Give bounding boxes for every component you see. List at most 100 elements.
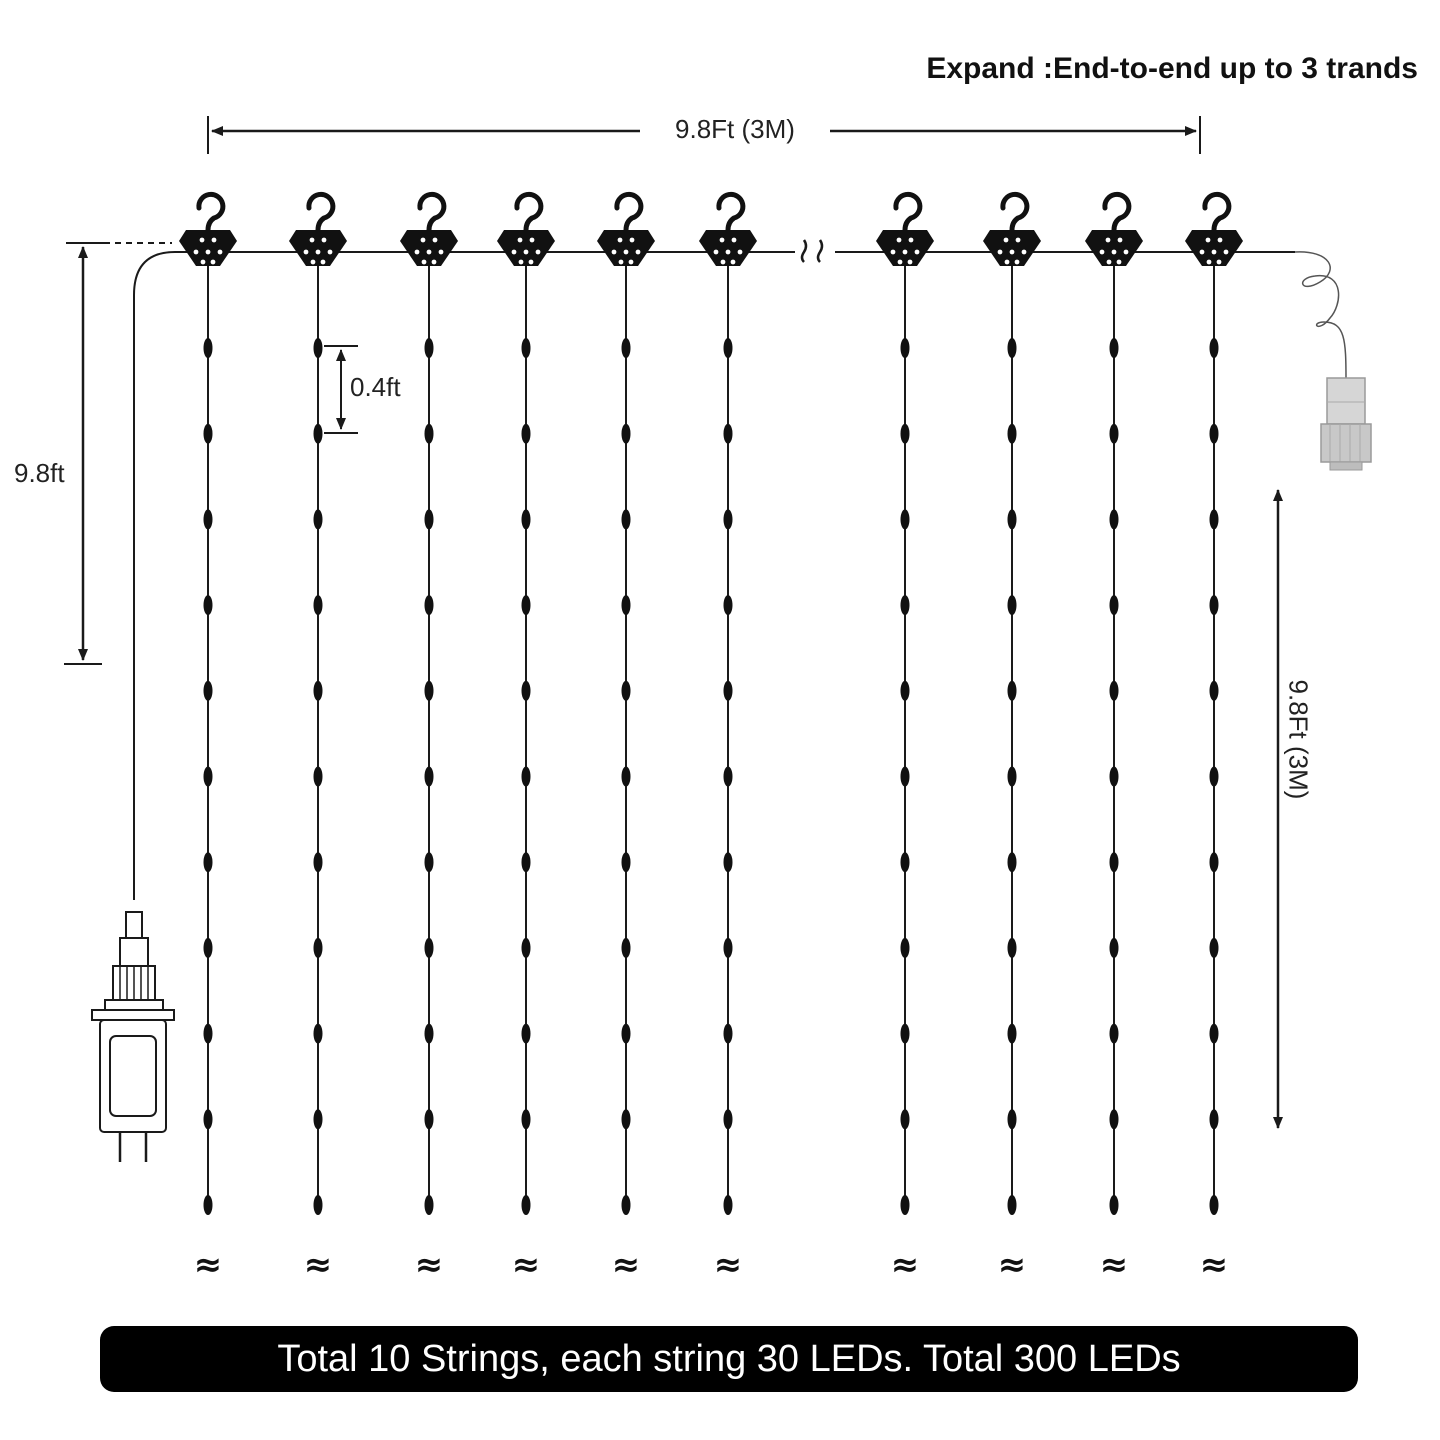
width-dimension-label: 9.8Ft (3M) [640,114,830,145]
led-bulb-icon [723,509,733,530]
led-bulb-icon [424,852,434,873]
led-bulb-icon [900,1023,910,1044]
led-string: ≈ [400,191,458,1285]
hook-clip-icon [400,191,458,266]
led-bulb-icon [1007,1023,1017,1044]
led-bulb-icon [1109,1023,1119,1044]
led-bulb-icon [723,680,733,701]
continuation-symbol-icon: ≈ [891,1245,920,1285]
led-bulb-icon [521,1109,531,1130]
led-bulb-icon [313,1109,323,1130]
led-strings: ≈≈≈≈≈≈≈≈≈≈ [179,191,1243,1285]
led-bulb-icon [723,1195,733,1215]
led-bulb-icon [900,766,910,787]
led-bulb-icon [313,766,323,787]
led-bulb-icon [203,338,213,358]
led-bulb-icon [521,852,531,873]
led-bulb-icon [621,766,631,787]
led-bulb-icon [424,937,434,958]
led-string: ≈ [699,191,757,1285]
hook-clip-icon [179,191,237,266]
led-bulb-icon [1209,338,1219,358]
led-bulb-icon [1109,423,1119,444]
led-bulb-icon [313,423,323,444]
led-bulb-icon [723,1023,733,1044]
led-bulb-icon [621,595,631,616]
led-bulb-icon [1007,937,1017,958]
led-bulb-icon [1209,1109,1219,1130]
led-bulb-icon [203,852,213,873]
led-string: ≈ [179,191,237,1285]
led-bulb-icon [424,680,434,701]
led-bulb-icon [1007,680,1017,701]
total-banner-text: Total 10 Strings, each string 30 LEDs. T… [277,1337,1181,1380]
led-string: ≈ [597,191,655,1285]
end-connector-icon [1320,377,1372,471]
hook-clip-icon [699,191,757,266]
continuation-symbol-icon: ≈ [714,1245,743,1285]
led-bulb-icon [1109,680,1119,701]
led-string: ≈ [289,191,347,1285]
continuation-symbol-icon: ≈ [194,1245,223,1285]
led-bulb-icon [1209,937,1219,958]
led-bulb-icon [313,1023,323,1044]
led-bulb-icon [1007,766,1017,787]
led-bulb-icon [521,937,531,958]
led-bulb-icon [203,1109,213,1130]
led-bulb-icon [621,852,631,873]
led-bulb-icon [723,423,733,444]
spacing-dimension-label: 0.4ft [350,372,401,402]
hook-clip-icon [289,191,347,266]
led-bulb-icon [723,595,733,616]
led-bulb-icon [521,766,531,787]
led-bulb-icon [424,1023,434,1044]
led-bulb-icon [900,423,910,444]
led-bulb-icon [1209,595,1219,616]
lead-dimension [64,242,172,665]
led-bulb-icon [1209,766,1219,787]
led-bulb-icon [900,937,910,958]
hook-clip-icon [983,191,1041,266]
led-bulb-icon [1109,338,1119,358]
led-string: ≈ [1085,191,1143,1285]
led-bulb-icon [723,766,733,787]
led-bulb-icon [313,937,323,958]
led-bulb-icon [900,680,910,701]
led-bulb-icon [203,680,213,701]
total-banner: Total 10 Strings, each string 30 LEDs. T… [100,1326,1358,1392]
led-bulb-icon [621,1109,631,1130]
continuation-symbol-icon: ≈ [1100,1245,1129,1285]
led-bulb-icon [621,509,631,530]
led-bulb-icon [521,1023,531,1044]
hook-clip-icon [497,191,555,266]
led-bulb-icon [521,680,531,701]
led-bulb-icon [313,338,323,358]
led-bulb-icon [203,1023,213,1044]
led-bulb-icon [203,1195,213,1215]
plug-adapter-icon [91,911,175,1162]
expand-note: Expand :End-to-end up to 3 trands [926,52,1418,85]
led-bulb-icon [313,595,323,616]
continuation-symbol-icon: ≈ [998,1245,1027,1285]
led-bulb-icon [203,509,213,530]
led-bulb-icon [1007,852,1017,873]
led-bulb-icon [313,1195,323,1215]
led-bulb-icon [621,423,631,444]
led-string: ≈ [497,191,555,1285]
led-bulb-icon [424,1109,434,1130]
led-bulb-icon [313,680,323,701]
continuation-symbol-icon: ≈ [415,1245,444,1285]
led-bulb-icon [1209,1195,1219,1215]
led-bulb-icon [313,509,323,530]
led-bulb-icon [1209,423,1219,444]
led-bulb-icon [1209,852,1219,873]
led-bulb-icon [1109,509,1119,530]
led-bulb-icon [1109,766,1119,787]
hook-clip-icon [1185,191,1243,266]
led-bulb-icon [1007,423,1017,444]
led-bulb-icon [900,1109,910,1130]
led-bulb-icon [1109,852,1119,873]
led-bulb-icon [621,680,631,701]
led-bulb-icon [1007,338,1017,358]
